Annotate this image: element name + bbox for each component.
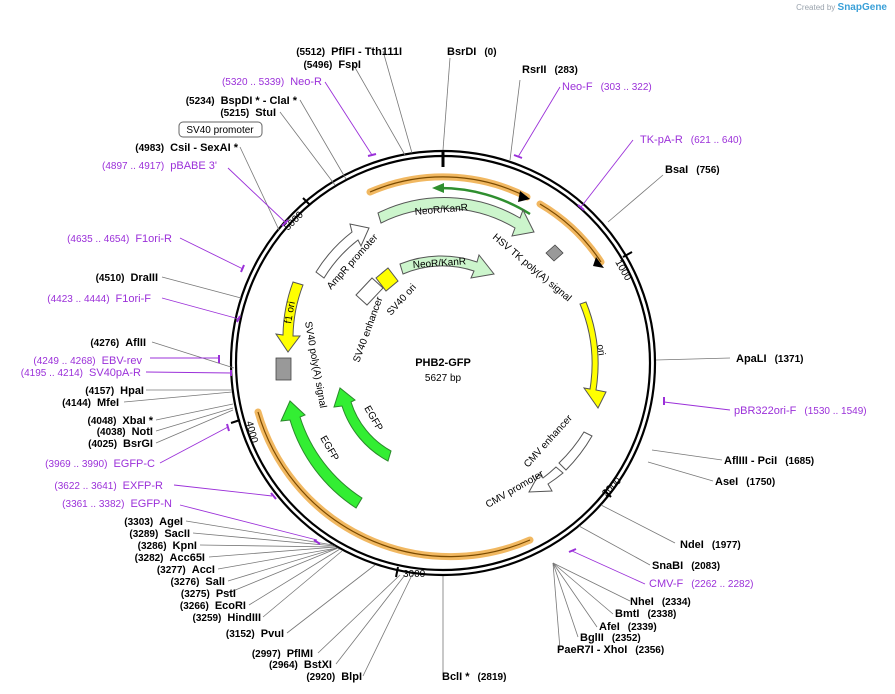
feature-label-sv40-enhancer: SV40 enhancer: [351, 295, 385, 364]
enzyme-bsai: BsaI(756): [665, 164, 720, 176]
enzyme-acci: (3277)AccI: [157, 564, 215, 576]
orf-arrow-head-right: [593, 257, 604, 268]
enzyme-snabi: SnaBI(2083): [652, 560, 720, 572]
primer-f1ori-f: (4423 .. 4444)F1ori-F: [47, 293, 151, 305]
primer-pbabe3: (4897 .. 4917)pBABE 3': [102, 160, 217, 172]
neokanr-inner-arrow: [399, 253, 495, 279]
enzyme-draiii: (4510)DraIII: [96, 272, 158, 284]
neokanr-outer-arrow: [377, 197, 535, 237]
primer-cmv-f: CMV-F(2262 .. 2282): [649, 578, 754, 590]
tick-2000: [603, 489, 612, 498]
enzyme-aflii: (4276)AflII: [90, 337, 146, 349]
sv40-promoter-box: [178, 121, 263, 138]
enzyme-bsrgi: (4025)BsrGI: [88, 438, 153, 450]
primer-neo-r: (5320 .. 5339)Neo-R: [222, 76, 322, 88]
enzyme-hpai: (4157)HpaI: [85, 385, 144, 397]
enzyme-rsrii: RsrII(283): [522, 64, 578, 76]
enzyme-noti: (4038)NotI: [97, 426, 153, 438]
plasmid-name: PHB2-GFP: [415, 357, 471, 369]
enzyme-bspdi-clai: (5234)BspDI * - ClaI *: [186, 95, 298, 107]
enzyme-pvui: (3152)PvuI: [226, 628, 284, 640]
hsv-tk-thin-arrow: [437, 186, 531, 216]
enzyme-sali: (3276)SalI: [171, 576, 225, 588]
enzyme-paer7i-xhoi: PaeR7I - XhoI(2356): [557, 644, 664, 656]
enzyme-bcli: BclI *(2819): [442, 671, 506, 683]
enzyme-acc65i: (3282)Acc65I: [135, 552, 205, 564]
enzyme-bmti: BmtI(2338): [615, 608, 676, 620]
enzyme-xbai: (4048)XbaI *: [88, 415, 154, 427]
egfp-outer-arrow: [280, 400, 363, 509]
ori-arrow: [579, 301, 607, 409]
enzyme-ndei: NdeI(1977): [680, 539, 741, 551]
snapgene-credit: Created by SnapGene: [796, 2, 887, 13]
enzyme-bsrdi: BsrDI(0): [447, 46, 497, 58]
enzyme-csii-sexai: (4983)CsiI - SexAI *: [135, 142, 238, 154]
enzyme-nhei: NheI(2334): [630, 596, 691, 608]
tick-1000: [622, 251, 633, 258]
enzyme-mfei: (4144)MfeI: [62, 397, 119, 409]
orf-arrow-head-top: [518, 191, 530, 202]
sv40-promoter-label: SV40 promoter: [186, 125, 254, 136]
feature-label-sv40-polya: SV40 poly(A) signal: [302, 321, 328, 409]
feature-label-hsv: HSV TK poly(A) signal: [490, 232, 573, 304]
enzyme-agei: (3303)AgeI: [124, 516, 183, 528]
ampr-promoter-arrow: [315, 223, 370, 279]
tick-4000: [230, 419, 241, 424]
primer-neo-f: Neo-F(303 .. 322): [562, 81, 652, 93]
feature-label-neokanr-inner: NeoR/KanR: [412, 256, 466, 271]
primer-ebv-rev: (4249 .. 4268)EBV-rev: [33, 355, 142, 367]
cmv-enhancer-arrow: [558, 431, 593, 471]
tick-label-3000: 3000: [403, 569, 426, 580]
enzyme-apali: ApaLI(1371): [736, 353, 803, 365]
tick-5000: [302, 197, 311, 206]
snapgene-logo: SnapGene: [837, 2, 887, 13]
tick-3000: [395, 566, 399, 578]
enzyme-sacii: (3289)SacII: [129, 528, 190, 540]
primer-pbr322ori-f: pBR322ori-F(1530 .. 1549): [734, 405, 867, 417]
enzyme-pflfi-tth111i: (5512)PflFI - Tth111I: [296, 46, 402, 58]
f1-ori-arrow: [274, 281, 304, 353]
primer-egfp-c: (3969 .. 3990)EGFP-C: [45, 458, 155, 470]
primer-f1ori-r: (4635 .. 4654)F1ori-R: [67, 233, 172, 245]
enzyme-bglii: BglII(2352): [580, 632, 641, 644]
primer-egfp-n: (3361 .. 3382)EGFP-N: [62, 498, 172, 510]
enzyme-bstxi: (2964)BstXI: [269, 659, 332, 671]
primer-sv40pa-r: (4195 .. 4214)SV40pA-R: [21, 367, 141, 379]
enzyme-blpi: (2920)BlpI: [306, 671, 362, 683]
enzyme-psti: (3275)PstI: [181, 588, 236, 600]
enzyme-ecori: (3266)EcoRI: [180, 600, 246, 612]
enzyme-fspi: (5496)FspI: [303, 59, 361, 71]
enzyme-pflmi: (2997)PflMI: [252, 648, 313, 660]
primer-exfp-r: (3622 .. 3641)EXFP-R: [54, 480, 163, 492]
hsv-terminator: [545, 244, 564, 262]
enzyme-stui: (5215)StuI: [220, 107, 276, 119]
egfp-inner-arrow: [333, 387, 392, 462]
enzyme-kpni: (3286)KpnI: [138, 540, 197, 552]
sv40-ori-box: [375, 267, 399, 292]
sv40-polya-box: [275, 357, 292, 381]
feature-label-ori: ori: [594, 344, 607, 357]
enzyme-afei: AfeI(2339): [599, 621, 657, 633]
feature-label-f1-ori: f1 ori: [283, 301, 298, 325]
plasmid-length: 5627 bp: [425, 373, 462, 384]
enzyme-hindiii: (3259)HindIII: [192, 612, 261, 624]
sv40-enhancer-box: [355, 277, 384, 306]
cmv-promoter-arrow: [528, 466, 564, 493]
enzyme-asei: AseI(1750): [715, 476, 775, 488]
feature-label-neokanr-outer: NeoR/KanR: [414, 202, 468, 218]
primer-tk-pa-r: TK-pA-R(621 .. 640): [640, 134, 742, 146]
enzyme-afliii-pcii: AflIII - PciI(1685): [724, 455, 814, 467]
